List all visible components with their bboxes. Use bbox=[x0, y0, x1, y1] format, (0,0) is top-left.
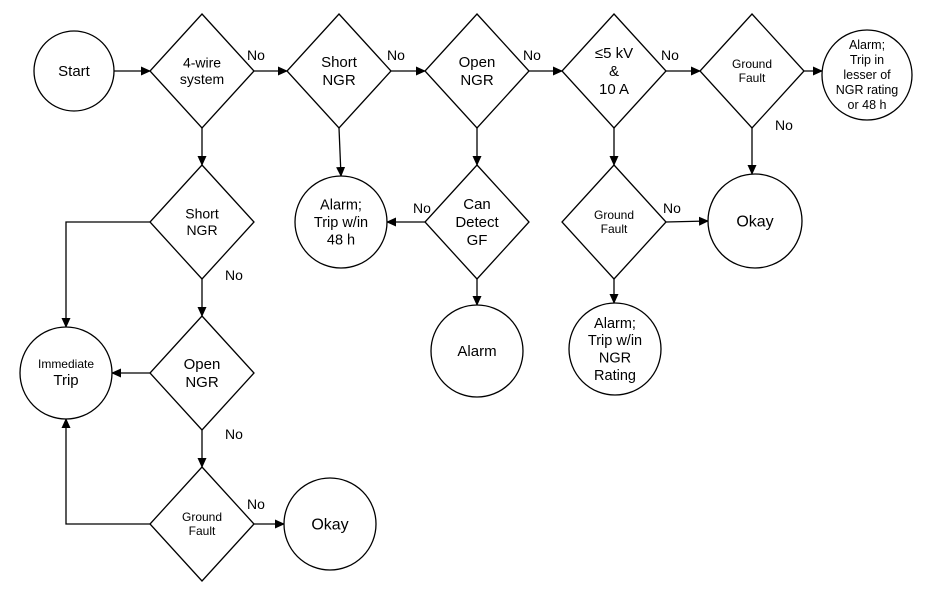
d_gf_left-diamond bbox=[149, 466, 255, 582]
d_can_detect-label-line: Can bbox=[463, 196, 491, 213]
c_immediate_trip-label-line: Trip bbox=[53, 372, 78, 389]
c_alarm_trip_lesser-label-line: lesser of bbox=[843, 68, 891, 82]
d_short_top-label-line: Short bbox=[321, 54, 358, 71]
node-start: Start bbox=[33, 30, 115, 112]
d_gf_top-label-line: Ground bbox=[732, 57, 772, 71]
d_open_top-label-line: Open bbox=[459, 54, 496, 71]
connector-d_short_top-to-c_alarm_trip_48 bbox=[336, 127, 346, 177]
d_open_left-diamond bbox=[149, 315, 255, 431]
connector-d_short_left-to-c_immediate_trip bbox=[61, 221, 150, 328]
c_immediate_trip-circle bbox=[19, 326, 113, 420]
edge-label-e19: No bbox=[225, 426, 243, 442]
d_can_detect-label-line: GF bbox=[467, 232, 488, 249]
edge-label-e3: No bbox=[387, 47, 405, 63]
d_open_top-diamond bbox=[424, 13, 530, 129]
edge-label-e2: No bbox=[247, 47, 265, 63]
c_alarm_trip_ngr-label-line: Rating bbox=[594, 368, 636, 384]
d_can_detect-diamond bbox=[424, 164, 530, 280]
d_gf_top-label-line: Fault bbox=[739, 71, 766, 85]
start-circle bbox=[33, 30, 115, 112]
d_5kv-label-line: 10 A bbox=[599, 81, 629, 98]
edge-label-e17: No bbox=[225, 267, 243, 283]
c_alarm_trip_48-label-line: Trip w/in bbox=[314, 215, 368, 231]
d_can_detect-label-line: Detect bbox=[455, 214, 499, 231]
c_immediate_trip-label-line: Immediate bbox=[38, 357, 94, 371]
d_open_left-label-line: NGR bbox=[185, 374, 219, 391]
c_alarm-circle bbox=[430, 304, 524, 398]
edge-label-e5: No bbox=[661, 47, 679, 63]
c_alarm_trip_lesser-label-line: or 48 h bbox=[848, 98, 887, 112]
c_alarm_trip_lesser-label-line: Trip in bbox=[850, 53, 884, 67]
d_5kv-diamond bbox=[561, 13, 667, 129]
node-d_5kv: ≤5 kV&10 A bbox=[561, 13, 667, 129]
d_open_left-label-line: Open bbox=[184, 356, 221, 373]
d_short_top-label-line: NGR bbox=[322, 72, 356, 89]
c_okay_right-circle bbox=[707, 173, 803, 269]
edge-label-e12: No bbox=[413, 200, 431, 216]
d_short_left-label-line: NGR bbox=[186, 222, 217, 238]
edge-label-e7: No bbox=[775, 117, 793, 133]
node-c_okay_bottom: Okay bbox=[283, 477, 377, 571]
c_alarm_trip_48-circle bbox=[294, 175, 388, 269]
d_5kv-label-line: ≤5 kV bbox=[595, 45, 633, 62]
c_alarm_trip_lesser-label-line: NGR rating bbox=[836, 83, 899, 97]
d_open_top-label-line: NGR bbox=[460, 72, 494, 89]
c_alarm_trip_lesser-circle bbox=[821, 29, 913, 121]
d_short_top-diamond bbox=[286, 13, 392, 129]
d_gf_mid-label-line: Fault bbox=[601, 222, 628, 236]
edge-label-e21: No bbox=[247, 496, 265, 512]
connectors bbox=[61, 66, 823, 529]
d_short_left-label-line: Short bbox=[185, 205, 219, 221]
c_alarm_trip_ngr-circle bbox=[568, 302, 662, 396]
d_short_left-diamond bbox=[149, 164, 255, 280]
c_okay_right-label-line: Okay bbox=[736, 213, 773, 230]
c_alarm_trip_ngr-label-line: Alarm; bbox=[594, 316, 636, 332]
d_gf_left-label-line: Fault bbox=[189, 524, 216, 538]
connector-d_gf_left-to-c_immediate_trip bbox=[61, 418, 150, 525]
c_okay_bottom-label-line: Okay bbox=[311, 516, 348, 533]
d_4wire-diamond bbox=[149, 13, 255, 129]
connector-d_gf_mid-to-c_okay_right bbox=[665, 216, 709, 226]
c_alarm_trip_48-label-line: Alarm; bbox=[320, 197, 362, 213]
c_alarm_trip_lesser-label-line: Alarm; bbox=[849, 38, 885, 52]
c_okay_bottom-circle bbox=[283, 477, 377, 571]
edge-label-e4: No bbox=[523, 47, 541, 63]
d_4wire-label-line: 4-wire bbox=[183, 54, 221, 70]
c_alarm_trip_ngr-label-line: NGR bbox=[599, 351, 631, 367]
c_alarm-label-line: Alarm bbox=[457, 343, 496, 360]
d_gf_mid-diamond bbox=[561, 164, 667, 280]
edge-label-e9: No bbox=[663, 200, 681, 216]
start-label-line: Start bbox=[58, 63, 91, 80]
d_gf_top-diamond bbox=[699, 13, 805, 129]
node-c_alarm: Alarm bbox=[430, 304, 524, 398]
c_alarm_trip_48-label-line: 48 h bbox=[327, 232, 355, 248]
d_gf_left-label-line: Ground bbox=[182, 510, 222, 524]
d_5kv-label-line: & bbox=[609, 63, 619, 80]
c_alarm_trip_ngr-label-line: Trip w/in bbox=[588, 333, 642, 349]
d_4wire-label-line: system bbox=[180, 71, 224, 87]
d_gf_mid-label-line: Ground bbox=[594, 208, 634, 222]
node-c_okay_right: Okay bbox=[707, 173, 803, 269]
